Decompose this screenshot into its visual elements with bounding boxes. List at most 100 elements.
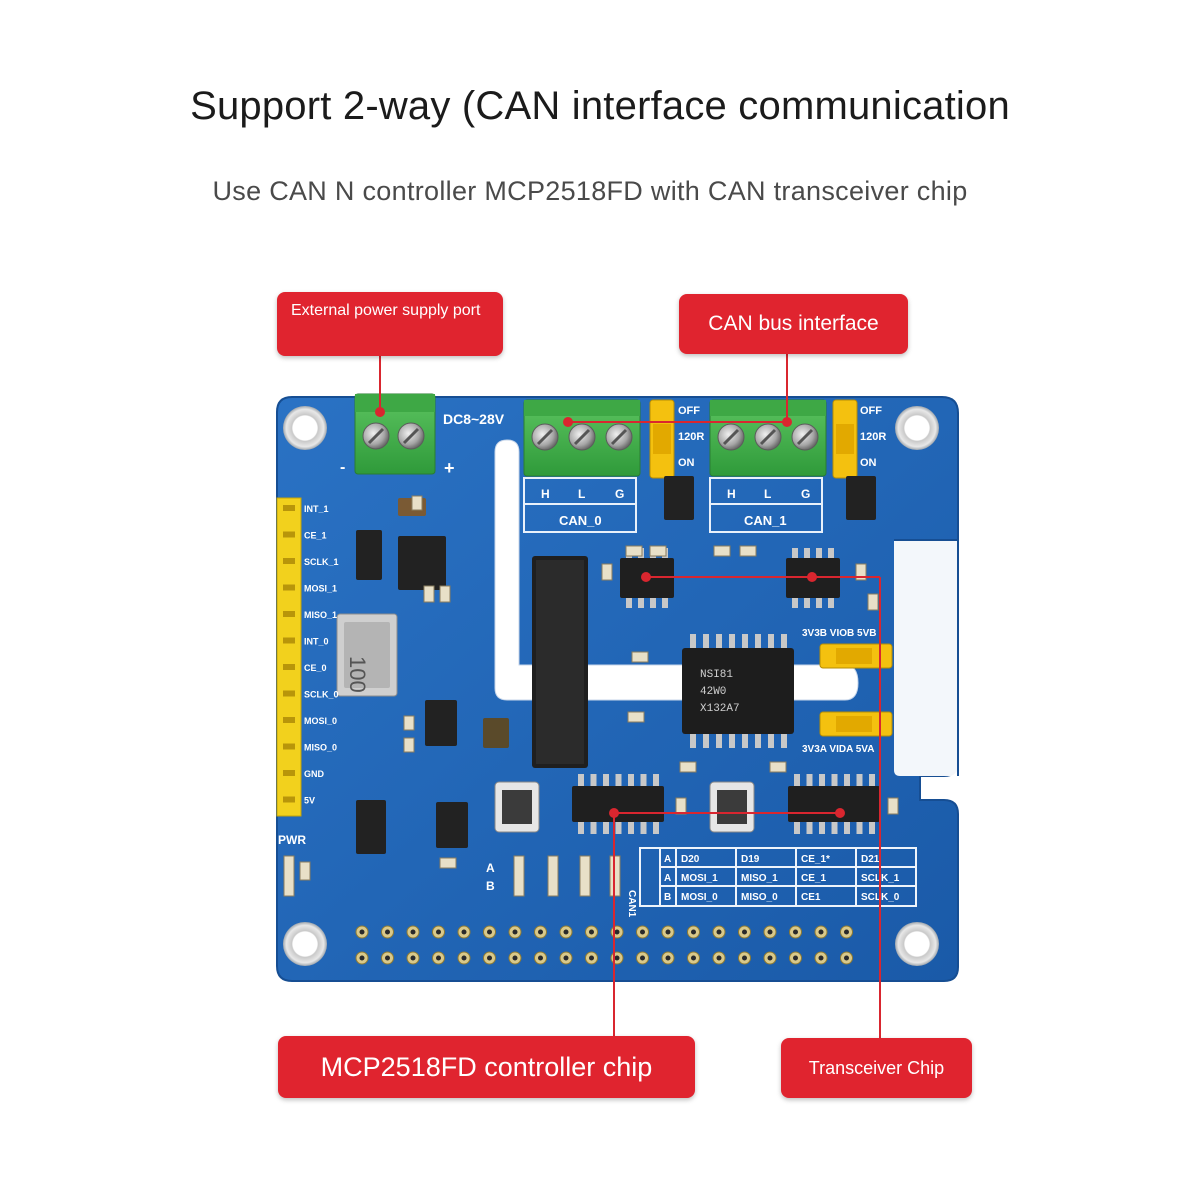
header-pin-label: 5V xyxy=(304,796,315,806)
chip-pin xyxy=(869,822,875,834)
jumper0-on-label: ON xyxy=(678,457,695,469)
pin-map-cell: D20 xyxy=(681,854,700,865)
chip-pin xyxy=(640,822,647,834)
jumper1-on-label: ON xyxy=(860,457,877,469)
chip-pin xyxy=(603,822,609,834)
can0-terminal-block xyxy=(523,399,641,477)
pin-map-cell: MISO_0 xyxy=(741,892,778,903)
pin-map-cell: MISO_1 xyxy=(741,873,778,884)
chip-pin xyxy=(690,734,696,748)
jumper1-off-label: OFF xyxy=(860,405,882,417)
pin-map-cell: CE_1* xyxy=(801,854,830,865)
pin-map-cell: CE_1 xyxy=(801,873,826,884)
gpio-pad-hole xyxy=(793,955,798,961)
chip-pin xyxy=(662,598,668,608)
chip-pin xyxy=(844,822,850,834)
gpio-pad-hole xyxy=(461,955,467,961)
chip-pin xyxy=(844,774,850,786)
isolator-chip xyxy=(682,634,794,748)
pin-header xyxy=(276,497,302,817)
chip-pin xyxy=(792,598,798,608)
power-voltage-label: DC8~28V xyxy=(443,411,505,427)
chip-pin xyxy=(640,774,647,786)
jumper0-120r-label: 120R xyxy=(678,431,704,443)
gpio-pad-hole xyxy=(793,929,798,935)
header-pin xyxy=(283,796,295,803)
pin-map-cell: B xyxy=(664,892,671,903)
chip-pin xyxy=(768,734,774,748)
chip-pin xyxy=(638,598,644,608)
gpio-pad-hole xyxy=(665,929,671,935)
can1-pin-l: L xyxy=(764,487,771,501)
chip-pin xyxy=(742,734,748,748)
gpio-pad-hole xyxy=(385,929,390,935)
header-pin-label: SCLK_0 xyxy=(304,690,339,700)
chip-pin xyxy=(603,774,609,786)
pin-map-cell: CE1 xyxy=(801,892,821,903)
gpio-pad-hole xyxy=(487,929,492,935)
callout-lines xyxy=(379,353,881,1038)
gpio-40pin-pads xyxy=(355,925,853,965)
pin-map-table xyxy=(639,847,917,907)
can0-pin-l: L xyxy=(578,487,585,501)
chip-pin xyxy=(626,598,632,608)
gpio-pad-hole xyxy=(512,955,518,961)
gpio-pad-hole xyxy=(767,929,773,935)
chip-pin xyxy=(628,822,634,834)
can0-pin-g: G xyxy=(615,487,624,501)
gpio-pad-hole xyxy=(691,955,696,961)
gpio-pad-hole xyxy=(640,955,645,961)
gpio-pad-hole xyxy=(640,929,645,935)
power-terminal-block xyxy=(354,393,436,475)
pwr-led-label: PWR xyxy=(278,833,306,847)
pin-map-cell: MOSI_1 xyxy=(681,873,718,884)
gpio-pad-hole xyxy=(818,929,824,935)
gpio-pad-hole xyxy=(716,929,722,935)
header-pin-label: MISO_1 xyxy=(304,610,337,620)
callout-controller-chip: MCP2518FD controller chip xyxy=(278,1036,695,1098)
callout-can-bus: CAN bus interface xyxy=(679,294,908,354)
can1-pin-g: G xyxy=(801,487,810,501)
chip-pin xyxy=(828,548,834,558)
chip-pin xyxy=(578,822,584,834)
header-pin xyxy=(283,717,295,723)
chip-pin xyxy=(615,774,622,786)
isolator-mark-1: NSI81 xyxy=(700,669,733,681)
inductor-marking: 100 xyxy=(345,656,370,693)
gpio-pad-hole xyxy=(385,955,390,961)
gpio-pad-hole xyxy=(589,929,594,935)
chip-pin xyxy=(831,822,838,834)
callout-power-text: External power supply port xyxy=(291,302,481,319)
gpio-pad-hole xyxy=(742,929,747,935)
chip-pin xyxy=(578,774,584,786)
chip-pin xyxy=(742,634,748,648)
chip-pin xyxy=(856,774,863,786)
chip-pin xyxy=(653,774,659,786)
gpio-pad-hole xyxy=(844,929,849,935)
crystals xyxy=(494,781,755,833)
can1-label: CAN_1 xyxy=(744,513,787,528)
gpio-pad-hole xyxy=(614,955,620,961)
chip-pin xyxy=(819,774,825,786)
chip-pin xyxy=(590,822,597,834)
chip-pin xyxy=(653,822,659,834)
header-pin xyxy=(283,664,295,670)
chip-pin xyxy=(690,634,696,648)
header-pin xyxy=(283,505,295,511)
gpio-pad-hole xyxy=(487,955,492,961)
chip-pin xyxy=(794,774,800,786)
chip-pin xyxy=(703,634,709,648)
chip-pin xyxy=(828,598,834,608)
gpio-pad-hole xyxy=(614,929,620,935)
chip-pin xyxy=(729,734,735,748)
gpio-pad-hole xyxy=(359,955,365,961)
gpio-pad-hole xyxy=(563,955,569,961)
gpio-pad-hole xyxy=(818,955,824,961)
chip-pin xyxy=(755,634,761,648)
isolator-mark-2: 42W0 xyxy=(700,686,726,698)
vida-jumper-label: 3V3A VIDA 5VA xyxy=(802,744,874,755)
callout-power-port: External power supply port xyxy=(277,292,503,356)
header-pin-label: MISO_0 xyxy=(304,743,337,753)
callout-can-text: CAN bus interface xyxy=(708,312,879,335)
